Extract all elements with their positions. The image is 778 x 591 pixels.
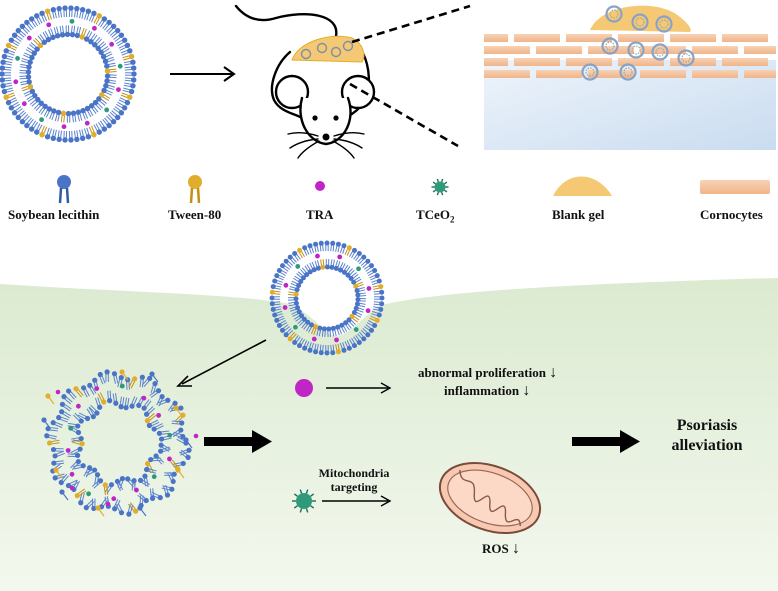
- thick-arrow-right: [572, 430, 640, 453]
- legend-tra: TRA: [306, 207, 334, 222]
- legend-blank-gel: Blank gel: [552, 207, 605, 222]
- arrow-to-mouse: [170, 66, 236, 82]
- mito-targeting-arrow: [322, 495, 392, 507]
- inflammation-down-arrow: ↓: [522, 382, 531, 399]
- legend-tceo2-sub: 2: [449, 214, 455, 225]
- label-ros: ROS ↓: [482, 540, 520, 558]
- label-mito-line2: targeting: [330, 480, 378, 494]
- proliferation-down-arrow: ↓: [549, 364, 558, 381]
- ros-down-arrow: ↓: [511, 540, 520, 557]
- liposome-top-left: [0, 5, 137, 143]
- legend-tceo2: TCeO2: [416, 207, 454, 225]
- tissue-region: [0, 278, 778, 591]
- label-mito-line1: Mitochondria: [318, 466, 390, 480]
- thick-arrow-left: [204, 430, 272, 453]
- label-inflammation-text: inflammation: [444, 383, 520, 398]
- label-outcome-line1: Psoriasis: [676, 417, 738, 434]
- liposome-entering-skin: [269, 240, 385, 356]
- liposome-releasing-drugs: [41, 369, 199, 517]
- legend-icons: [57, 175, 770, 204]
- tceo2-particle: [292, 489, 316, 513]
- label-proliferation-text: abnormal proliferation: [418, 365, 546, 380]
- label-psoriasis-alleviation: Psoriasis alleviation: [652, 416, 762, 456]
- label-inflammation: inflammation ↓: [444, 382, 530, 400]
- legend-soybean-lecithin: Soybean lecithin: [8, 207, 100, 222]
- arrow-to-released-liposome: [176, 339, 267, 387]
- tra-icon: [315, 181, 325, 191]
- label-outcome-line2: alleviation: [671, 437, 743, 454]
- label-abnormal-proliferation: abnormal proliferation ↓: [418, 364, 557, 382]
- tra-arrow: [326, 382, 392, 394]
- mitochondria: [438, 462, 542, 534]
- skin-zoom-panel: [484, 5, 776, 150]
- legend-tceo2-main: TCeO: [416, 207, 450, 222]
- tween80-icon: [188, 175, 202, 204]
- soybean-lecithin-icon: [57, 175, 71, 204]
- mouse-illustration: [234, 4, 376, 159]
- cornocytes-icon: [700, 180, 770, 194]
- gel-patch-on-mouse: [291, 35, 365, 63]
- label-mitochondria-targeting: Mitochondria targeting: [312, 466, 396, 494]
- tra-dot: [295, 379, 313, 397]
- legend-tween80: Tween-80: [168, 207, 222, 222]
- blank-gel-icon: [553, 176, 612, 196]
- label-ros-text: ROS: [482, 541, 509, 556]
- legend-cornocytes: Cornocytes: [700, 207, 763, 222]
- zoom-dashed-lines: [349, 4, 471, 148]
- tceo2-icon: [431, 178, 449, 196]
